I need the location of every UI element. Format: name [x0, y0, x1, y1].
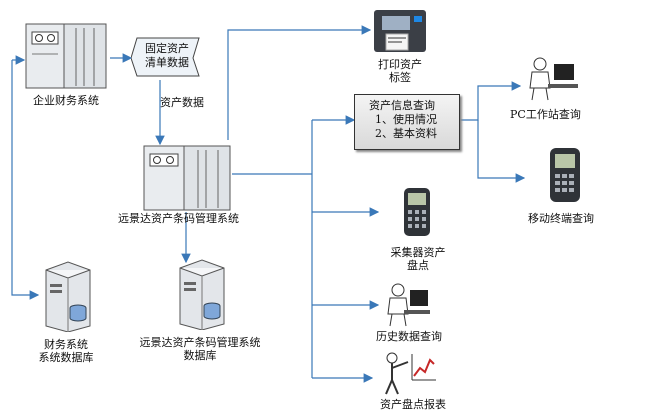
label-printer[interactable] — [372, 6, 428, 56]
fixed-asset-document[interactable]: 固定资产 清单数据 — [130, 36, 203, 80]
server-cabinet-icon — [143, 145, 231, 211]
handheld-terminal-icon — [550, 148, 580, 202]
presenter-chart-icon — [385, 352, 436, 395]
print-label: 打印资产 标签 — [378, 58, 422, 84]
mobile-terminal[interactable] — [548, 146, 582, 204]
pc-user-icon — [387, 283, 430, 327]
database-server-icon — [179, 259, 225, 331]
pc-query-label: PC工作站查询 — [510, 108, 581, 121]
finance-server[interactable] — [24, 20, 108, 92]
history-workstation[interactable] — [384, 282, 432, 328]
finance-system-label: 企业财务系统 — [33, 94, 99, 107]
history-label: 历史数据查询 — [376, 330, 442, 343]
server-cabinet-icon — [25, 23, 107, 89]
finance-db-link — [11, 60, 40, 300]
mobile-query-label: 移动终端查询 — [528, 212, 594, 225]
asset-data-label: 资产数据 — [160, 96, 204, 109]
document-shape-icon — [130, 37, 200, 77]
to-print-arrow — [227, 25, 372, 140]
handheld-collector-icon — [404, 188, 430, 236]
finance-database-server[interactable] — [38, 260, 92, 333]
query-item2: 2、基本资料 — [375, 127, 437, 140]
collector-label: 采集器资产 盘点 — [390, 246, 446, 272]
finance-db-label: 财务系统 系统数据库 — [38, 338, 94, 364]
asset-query-box[interactable]: 资产信息查询 1、使用情况 2、基本资料 — [354, 94, 460, 150]
pc-user-icon — [529, 57, 578, 101]
barcode-db-label: 远景达资产条码管理系统 数据库 — [139, 336, 261, 362]
barcode-database-server[interactable] — [172, 258, 226, 331]
data-collector[interactable] — [402, 186, 432, 238]
printer-icon — [374, 10, 426, 52]
query-item1: 1、使用情况 — [375, 113, 437, 126]
database-server-icon — [45, 261, 91, 333]
pc-workstation[interactable] — [520, 54, 580, 102]
doc-line2: 清单数据 — [145, 56, 189, 69]
query-title: 资产信息查询 — [369, 99, 435, 112]
report-label: 资产盘点报表 — [380, 398, 446, 411]
barcode-system-label: 远景达资产条码管理系统 — [118, 212, 239, 225]
doc-line1: 固定资产 — [145, 42, 189, 55]
barcode-system-server[interactable] — [142, 144, 232, 212]
inventory-report[interactable] — [378, 350, 438, 396]
